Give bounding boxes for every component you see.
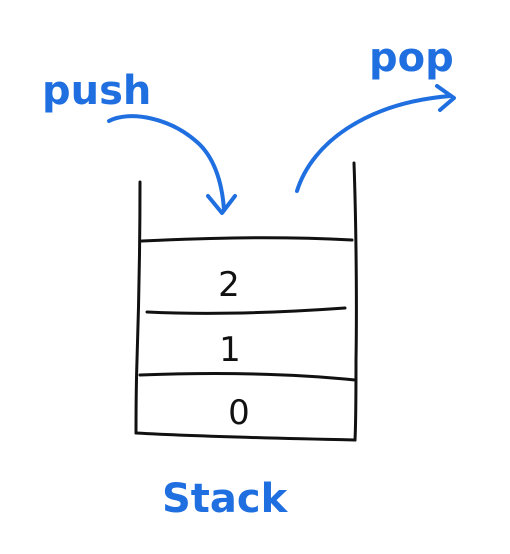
stack-right-wall <box>352 161 358 442</box>
pop-arrow-curve <box>295 94 452 193</box>
stack-left-wall <box>134 180 142 435</box>
push-label: push <box>42 68 151 114</box>
stack-item-0: 0 <box>228 393 250 433</box>
stack-bottom-line <box>134 431 357 442</box>
stack-item-1: 1 <box>219 330 241 370</box>
stack-caption: Stack <box>162 476 289 522</box>
stack-lower-divider <box>138 372 357 382</box>
push-arrow-head <box>206 194 237 215</box>
pop-label: pop <box>369 35 454 81</box>
push-arrow-curve <box>107 114 226 212</box>
pop-arrow-head <box>435 84 456 112</box>
stack-item-2: 2 <box>218 265 240 305</box>
stack-top-divider <box>140 236 354 243</box>
stack-middle-divider <box>145 306 347 315</box>
